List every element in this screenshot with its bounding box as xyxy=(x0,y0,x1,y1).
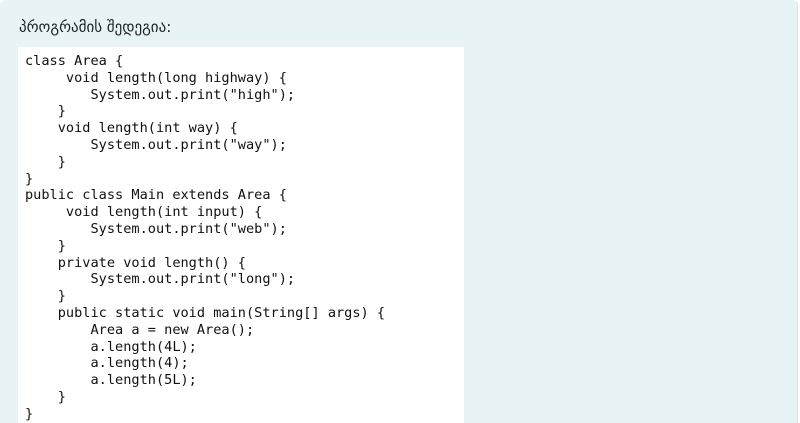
code-line: a.length(4); xyxy=(25,355,189,372)
code-line: System.out.print("high"); xyxy=(25,86,296,103)
code-line: void length(long highway) { xyxy=(25,69,287,86)
code-line: public class Main extends Area { xyxy=(25,187,287,204)
code-line: System.out.print("web"); xyxy=(25,220,287,237)
code-line: } xyxy=(25,170,34,187)
code-line: System.out.print("long"); xyxy=(25,271,296,288)
code-line: } xyxy=(25,388,66,405)
code-line: } xyxy=(25,288,66,305)
code-line: a.length(5L); xyxy=(25,372,197,389)
code-line: private void length() { xyxy=(25,254,246,271)
code-line: } xyxy=(25,237,66,254)
code-line: } xyxy=(25,103,66,120)
code-line: } xyxy=(25,153,66,170)
code-listing: class Area { void length(long highway) {… xyxy=(25,53,385,423)
code-line: public static void main(String[] args) { xyxy=(25,304,386,321)
code-line: void length(int input) { xyxy=(25,204,263,221)
code-line: class Area { xyxy=(25,53,124,69)
code-line: } xyxy=(25,405,34,422)
code-image: class Area { void length(long highway) {… xyxy=(18,47,464,423)
code-line: a.length(4L); xyxy=(25,338,197,355)
code-line: System.out.print("way"); xyxy=(25,136,287,153)
code-line: void length(int way) { xyxy=(25,120,238,137)
code-line: Area a = new Area(); xyxy=(25,321,255,338)
question-text: პროგრამის შედეგია: xyxy=(19,18,172,36)
